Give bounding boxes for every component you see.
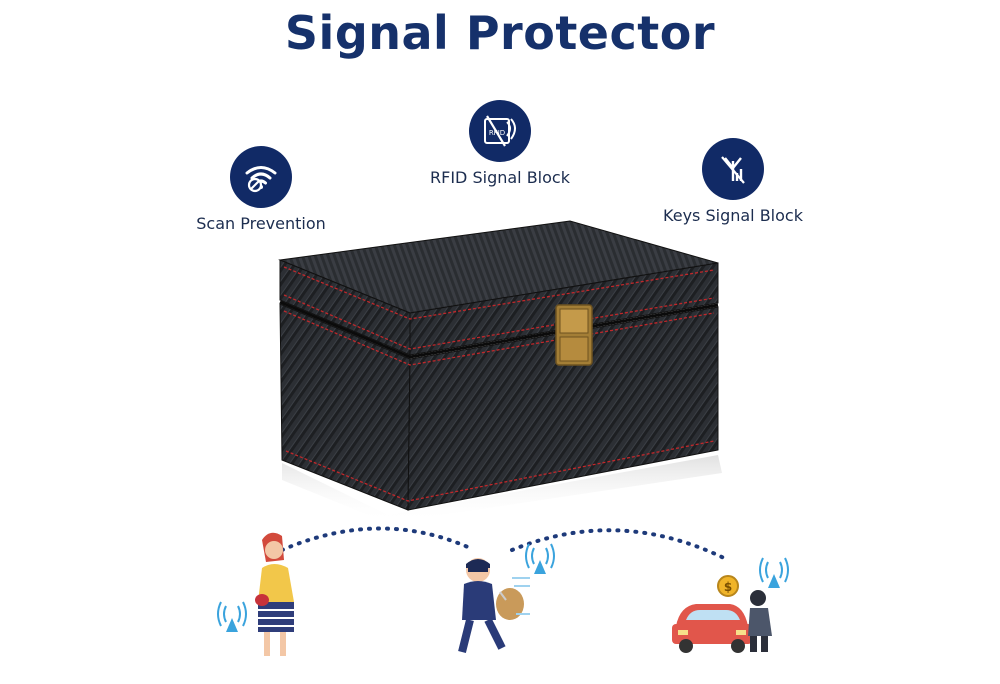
thief-at-car-figure [748, 590, 772, 652]
page-title: Signal Protector [284, 6, 716, 60]
feature-label: RFID Signal Block [430, 168, 570, 187]
feature-scan-prevention: Scan Prevention [186, 146, 336, 233]
antenna-blocked-icon [702, 138, 764, 200]
thief-figure [458, 558, 530, 653]
relay-attack-scene: $ [0, 520, 1000, 680]
signal-icon [217, 601, 247, 632]
faraday-box-image [260, 205, 740, 525]
wifi-blocked-icon [230, 146, 292, 208]
coin-symbol: $ [724, 580, 732, 594]
car-image [672, 604, 752, 653]
feature-keys-signal-block: Keys Signal Block [648, 138, 818, 225]
signal-icon [759, 557, 789, 588]
signal-icon [525, 543, 555, 574]
feature-rfid-signal-block: RFID RFID Signal Block [410, 100, 590, 187]
feature-label: Keys Signal Block [663, 206, 803, 225]
rfid-blocked-icon: RFID [469, 100, 531, 162]
coin-icon [717, 575, 739, 597]
feature-label: Scan Prevention [196, 214, 326, 233]
woman-figure [255, 532, 294, 656]
